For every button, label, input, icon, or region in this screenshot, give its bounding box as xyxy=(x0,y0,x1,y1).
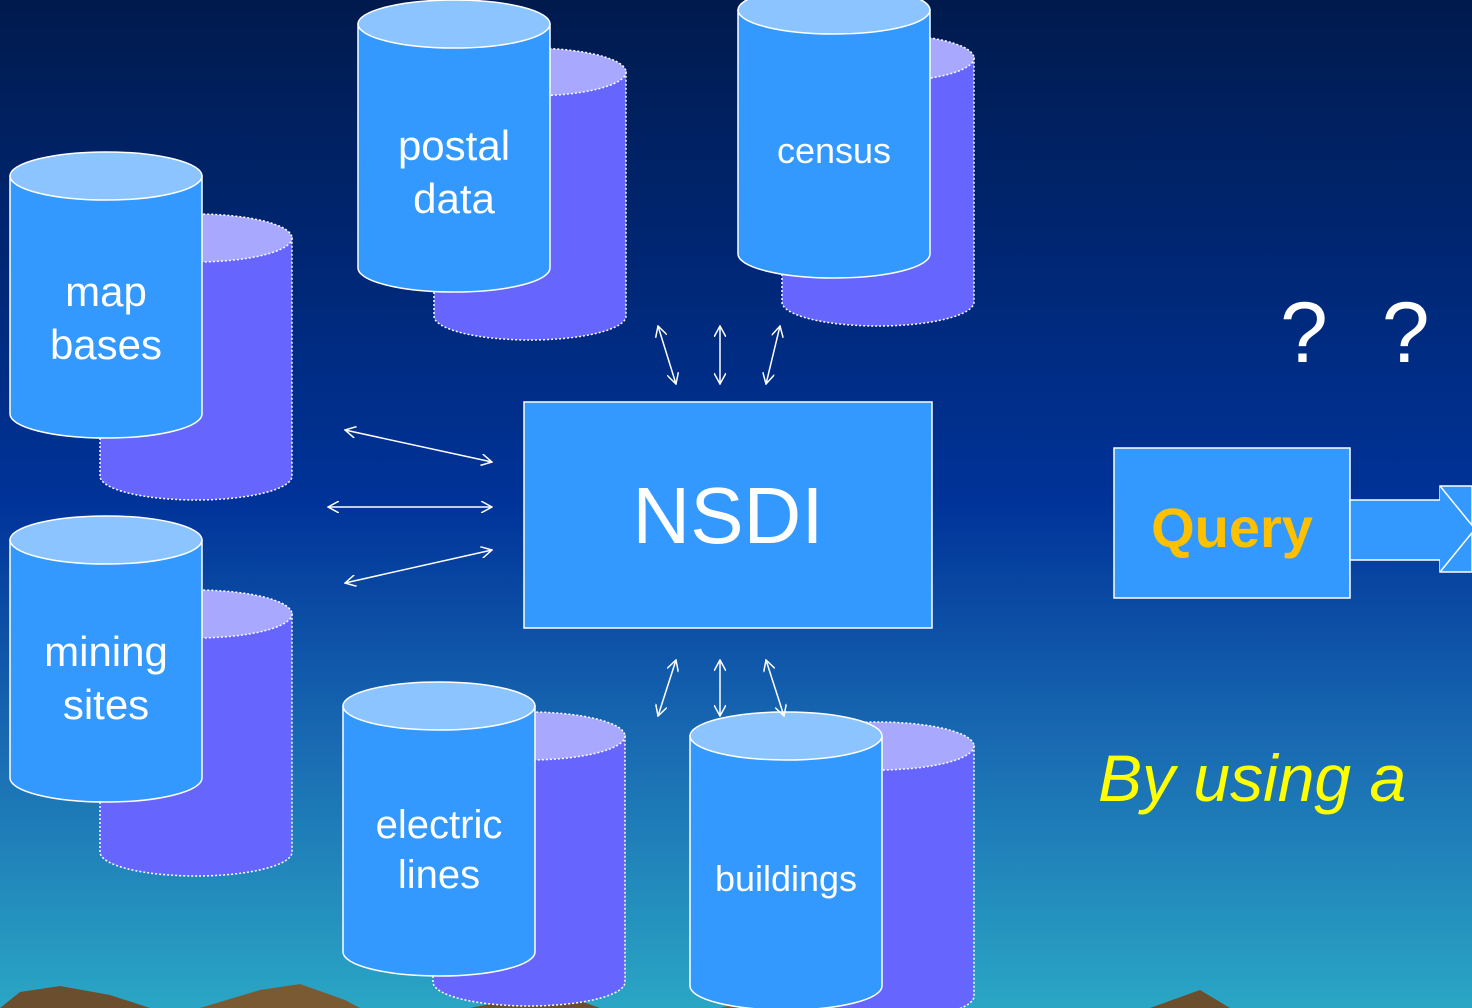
question-marks: ? ? xyxy=(1280,285,1430,381)
query-arrow-head xyxy=(1439,485,1472,573)
query-box xyxy=(1113,447,1351,599)
query-label: Query xyxy=(1151,496,1313,559)
label-electric-lines: electric lines xyxy=(343,800,535,900)
label-postal-data-line2: data xyxy=(413,174,495,222)
label-postal-data-line1: postal xyxy=(397,122,511,169)
arrow-buildings xyxy=(766,660,784,716)
cylinder-mining-sites xyxy=(9,515,203,803)
nsdi-box xyxy=(523,401,933,629)
cylinder-electric-lines xyxy=(342,681,536,977)
label-buildings-line1: buildings xyxy=(714,858,858,899)
label-postal-data: postal data xyxy=(358,120,550,225)
cylinder-map-bases xyxy=(9,151,203,439)
arrow-electric-lines xyxy=(658,660,676,716)
label-census-line1: census xyxy=(776,130,892,171)
tagline: By using a xyxy=(1098,741,1407,815)
label-buildings: buildings xyxy=(690,856,882,901)
top-arrows xyxy=(658,326,780,384)
label-mining-sites-line1: mining xyxy=(44,628,168,675)
label-map-bases-line1: map xyxy=(65,268,147,315)
label-electric-lines-line2: lines xyxy=(397,853,481,897)
nsdi-label: NSDI xyxy=(632,471,824,560)
bottom-arrows xyxy=(658,660,784,716)
label-electric-lines-line1: electric xyxy=(375,803,503,847)
label-map-bases: map bases xyxy=(10,266,202,371)
cylinder-postal-data xyxy=(357,0,551,293)
arrow-census xyxy=(766,326,780,384)
arrow-mining-sites xyxy=(345,550,492,583)
arrow-postal-data xyxy=(658,326,676,384)
label-census: census xyxy=(738,128,930,173)
cylinder-census xyxy=(737,0,931,279)
label-mining-sites: mining sites xyxy=(10,626,202,731)
query-arrow-joint xyxy=(1439,501,1442,559)
arrow-map-bases xyxy=(345,430,492,462)
left-arrows xyxy=(328,430,492,583)
cylinder-buildings xyxy=(689,711,883,1008)
database-cylinders xyxy=(9,0,975,1008)
label-mining-sites-line2: sites xyxy=(62,680,150,728)
label-map-bases-line2: bases xyxy=(49,320,163,368)
